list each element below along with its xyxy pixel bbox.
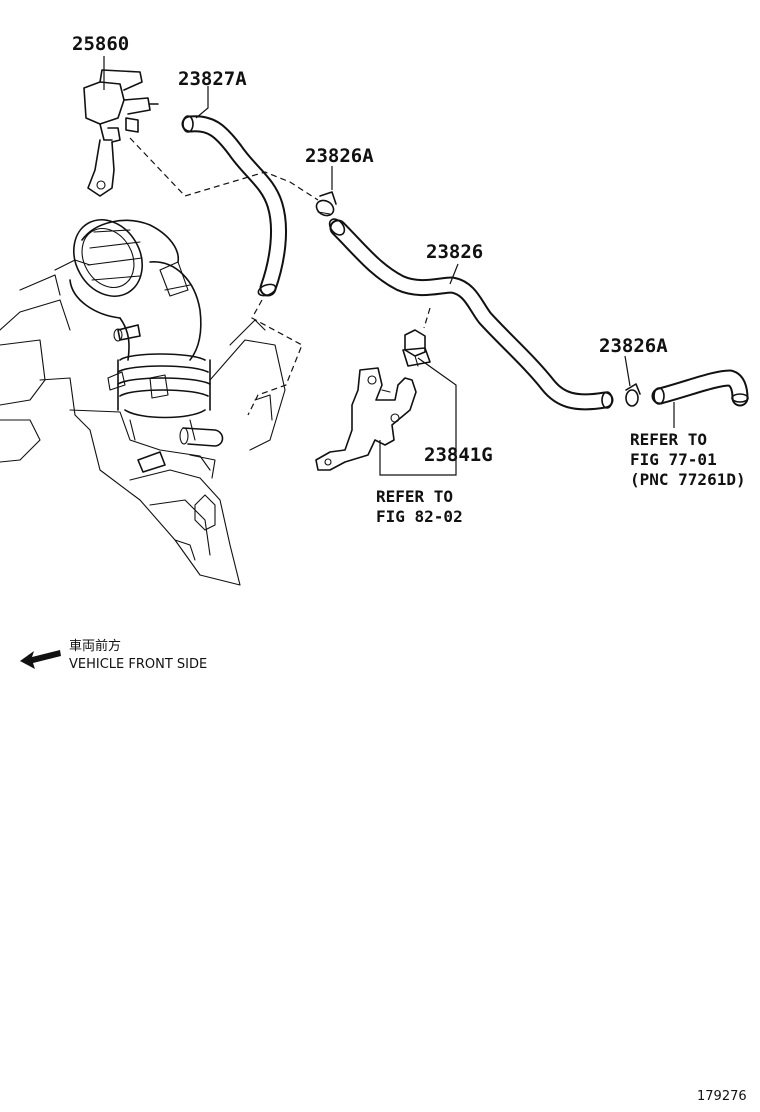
hose-ref-line3[interactable]: (PNC 77261D): [630, 470, 746, 489]
legend-japanese: 車両前方: [69, 638, 121, 654]
clip-23826A-lower: [625, 383, 641, 407]
leader-lines: [103, 56, 675, 476]
part-label-23841G[interactable]: 23841G: [424, 444, 493, 466]
figure-id: 179276: [697, 1089, 747, 1104]
left-arrow-icon: [20, 650, 61, 669]
hose-23827A: [181, 115, 287, 297]
hose-ref-line2[interactable]: FIG 77-01: [630, 450, 717, 469]
part-label-23827A[interactable]: 23827A: [178, 68, 247, 90]
vsv-valve-25860: [83, 69, 159, 197]
assembly-guide-lines: [129, 137, 431, 416]
part-label-23826A-lower[interactable]: 23826A: [599, 335, 668, 357]
hose-23826: [328, 218, 614, 411]
clip-23826A-upper: [315, 191, 337, 217]
part-label-25860[interactable]: 25860: [72, 33, 129, 55]
legend-english: VEHICLE FRONT SIDE: [69, 657, 207, 672]
hose-ref-line1[interactable]: REFER TO: [630, 430, 707, 449]
bracket-ref-line1[interactable]: REFER TO: [376, 487, 453, 506]
part-label-23826[interactable]: 23826: [426, 241, 483, 263]
engine-intake-illustration: [0, 219, 286, 586]
part-label-23826A-upper[interactable]: 23826A: [305, 145, 374, 167]
outlet-hose: [651, 369, 749, 407]
bracket-ref-line2[interactable]: FIG 82-02: [376, 507, 463, 526]
bracket-23841G: [315, 329, 431, 471]
vehicle-front-legend: 車両前方 VEHICLE FRONT SIDE: [20, 638, 207, 672]
